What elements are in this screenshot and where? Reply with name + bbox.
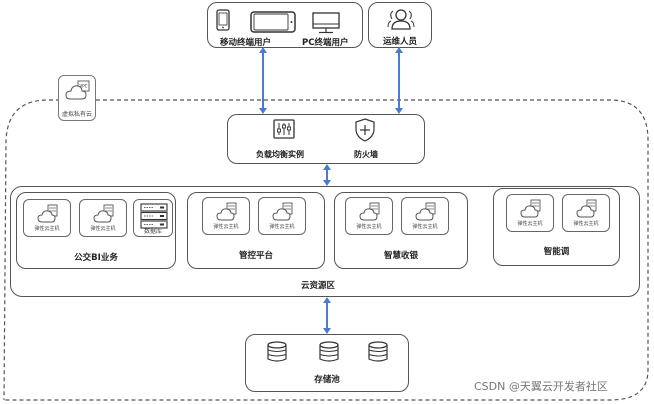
arrow-terminals-gateway xyxy=(259,47,267,114)
group-smart-cashier: 弹性云主机 弹性云主机 智慧收银 xyxy=(334,192,468,269)
storage-pool-box: 存储池 xyxy=(245,334,409,392)
cloud-server-icon xyxy=(359,202,380,221)
storage-disk-icon xyxy=(368,341,388,362)
group-label: 智慧收银 xyxy=(383,251,418,261)
group-bi: 弹性云主机 弹性云主机 数据库 公交BI业务 xyxy=(16,192,176,269)
monitor-icon xyxy=(312,12,340,34)
cloud-server-icon xyxy=(576,199,597,218)
vm-label: 弹性云主机 xyxy=(34,226,60,232)
vm-label: 弹性云主机 xyxy=(356,224,382,230)
database-rack-icon xyxy=(140,203,168,229)
user-group-icon xyxy=(387,9,415,30)
ops-users-box: 运维人员 xyxy=(368,2,432,48)
cloud-server-icon xyxy=(415,202,436,221)
arrow-resource-storage xyxy=(323,297,331,334)
firewall-label: 防火墙 xyxy=(354,150,378,159)
svg-text:VPC: VPC xyxy=(80,84,88,89)
cloud-server-icon xyxy=(272,202,293,221)
resource-zone-label: 云资源区 xyxy=(301,281,336,291)
database-label: 数据库 xyxy=(143,228,162,235)
vm-card: 弹性云主机 xyxy=(23,199,71,237)
vm-card: 弹性云主机 xyxy=(202,197,250,235)
vm-card: 弹性云主机 xyxy=(79,199,127,237)
group-label: 智能调 xyxy=(543,247,570,257)
ops-label: 运维人员 xyxy=(382,37,417,47)
mobile-users-label: 移动终端用户 xyxy=(220,38,272,48)
vm-card: 弹性云主机 xyxy=(345,197,393,235)
cloud-server-icon xyxy=(216,202,237,221)
pc-users-label: PC终端用户 xyxy=(302,38,349,48)
arrow-gateway-resource xyxy=(323,164,331,186)
load-balancer-label: 负载均衡实例 xyxy=(256,150,304,159)
group-label: 管控平台 xyxy=(238,251,273,261)
vm-label: 弹性云主机 xyxy=(412,224,438,230)
vm-card: 弹性云主机 xyxy=(562,194,610,232)
cloud-server-icon xyxy=(37,204,58,223)
tablet-icon xyxy=(250,11,296,33)
terminal-users-box: 移动终端用户 PC终端用户 xyxy=(207,2,363,48)
arrow-ops-gateway xyxy=(395,47,403,114)
storage-disk-icon xyxy=(319,341,339,362)
vm-label: 弹性云主机 xyxy=(269,224,295,230)
firewall-shield-icon xyxy=(355,118,375,142)
group-control-platform: 弹性云主机 弹性云主机 管控平台 xyxy=(187,192,325,269)
database-card: 数据库 xyxy=(133,199,173,237)
vm-card: 弹性云主机 xyxy=(258,197,306,235)
vpc-label: 虚拟私有云 xyxy=(61,111,92,118)
phone-icon xyxy=(216,9,230,31)
watermark: CSDN @天翼云开发者社区 xyxy=(474,380,608,393)
group-label: 公交BI业务 xyxy=(74,253,118,263)
load-balancer-icon xyxy=(273,119,295,139)
vm-label: 弹性云主机 xyxy=(213,224,239,230)
vpc-icon-box: VPC 虚拟私有云 xyxy=(58,75,96,121)
storage-pool-label: 存储池 xyxy=(314,375,340,385)
vm-label: 弹性云主机 xyxy=(517,221,543,227)
vpc-cloud-icon: VPC xyxy=(65,80,90,100)
vm-label: 弹性云主机 xyxy=(90,226,116,232)
cloud-server-icon xyxy=(93,204,114,223)
vm-card: 弹性云主机 xyxy=(401,197,449,235)
storage-disk-icon xyxy=(267,341,287,362)
cloud-server-icon xyxy=(520,199,541,218)
group-smart-dispatch: 弹性云主机 弹性云主机 智能调 xyxy=(493,188,620,266)
vm-label: 弹性云主机 xyxy=(573,221,599,227)
gateway-box: 负载均衡实例 防火墙 xyxy=(227,114,425,164)
vm-card: 弹性云主机 xyxy=(506,194,554,232)
